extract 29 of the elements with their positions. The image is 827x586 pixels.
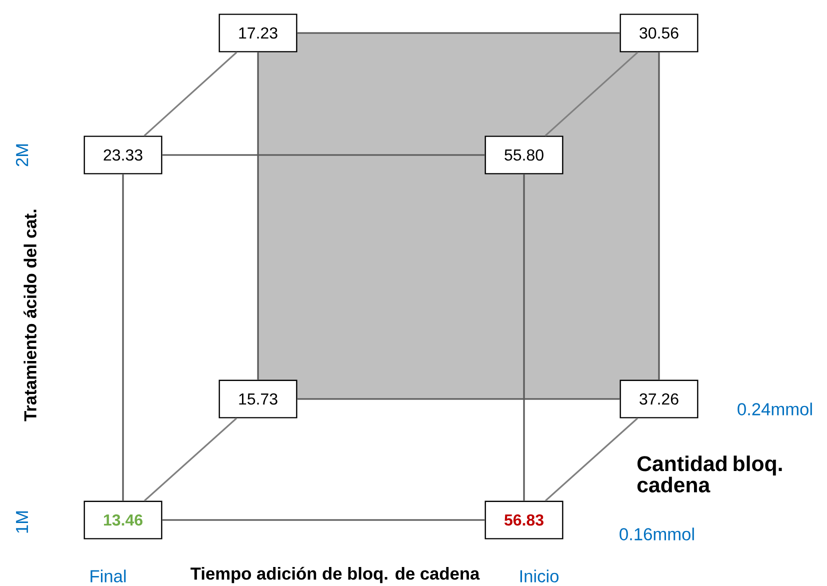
value-box: 55.80	[484, 136, 564, 174]
cube-edge	[544, 418, 638, 502]
cube-edge	[297, 32, 620, 34]
value-box: 13.46	[84, 500, 162, 540]
value-box: 56.83	[484, 500, 564, 540]
cube-edge	[544, 52, 638, 136]
cube-edge	[257, 52, 259, 380]
cube-edge	[144, 52, 238, 136]
value-box: 15.73	[218, 380, 298, 418]
axis-title: Tratamiento ácido del cat.	[24, 210, 36, 422]
value-box: 17.23	[218, 14, 298, 52]
value-box: 23.33	[84, 136, 162, 174]
axis-level-label: Final	[90, 570, 126, 582]
cube-edge	[162, 519, 485, 521]
cube-edge	[162, 154, 485, 156]
axis-level-label: 0.16mmol	[620, 528, 694, 540]
value-box: 30.56	[620, 14, 698, 52]
cube-edge	[122, 174, 124, 501]
cube-edge	[144, 418, 238, 502]
axis-title: Tiempo adición de bloq. de cadena	[190, 566, 480, 584]
axis-title: Cantidad bloq. cadena	[637, 456, 782, 492]
value-box: 37.26	[620, 380, 698, 418]
axis-level-label: 0.24mmol	[738, 402, 812, 416]
cube-edge	[523, 174, 525, 501]
axis-level-label: 2M	[16, 144, 28, 166]
cube-edge	[297, 398, 620, 400]
axis-level-label: 1M	[16, 511, 28, 533]
axis-level-label: Inicio	[520, 570, 558, 582]
cube-edge	[658, 52, 660, 380]
